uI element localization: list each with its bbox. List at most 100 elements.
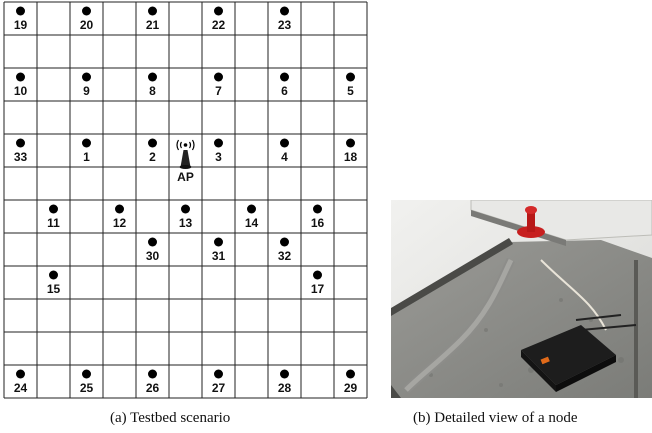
node-marker — [49, 205, 58, 214]
node-label: 11 — [47, 216, 60, 230]
node-label: 28 — [278, 381, 292, 395]
antenna-icon — [177, 140, 194, 169]
node-label: 29 — [344, 381, 358, 395]
node-marker — [214, 73, 223, 82]
node-marker — [148, 370, 157, 379]
node-label: 22 — [212, 18, 226, 32]
node-marker — [214, 139, 223, 148]
node-marker — [82, 139, 91, 148]
node-label: 5 — [347, 84, 354, 98]
node-26: 26 — [146, 370, 160, 396]
node-marker — [16, 139, 25, 148]
node-label: 27 — [212, 381, 226, 395]
node-label: 2 — [149, 150, 156, 164]
node-marker — [280, 139, 289, 148]
node-marker — [280, 370, 289, 379]
node-18: 18 — [344, 139, 358, 165]
caption-b: (b) Detailed view of a node — [413, 410, 578, 427]
node-31: 31 — [212, 238, 226, 264]
grid-lines — [4, 2, 367, 398]
node-label: 30 — [146, 249, 160, 263]
node-marker — [346, 370, 355, 379]
node-marker — [313, 205, 322, 214]
node-8: 8 — [148, 73, 157, 99]
node-1: 1 — [82, 139, 91, 165]
node-20: 20 — [80, 7, 94, 33]
node-label: 9 — [83, 84, 90, 98]
node-marker — [49, 271, 58, 280]
node-label: 21 — [146, 18, 160, 32]
node-23: 23 — [278, 7, 292, 33]
node-25: 25 — [80, 370, 94, 396]
node-3: 3 — [214, 139, 223, 165]
node-13: 13 — [179, 205, 193, 231]
node-14: 14 — [245, 205, 259, 231]
node-marker — [280, 7, 289, 16]
node-17: 17 — [311, 271, 325, 297]
node-9: 9 — [82, 73, 91, 99]
node-photo — [391, 200, 652, 398]
node-15: 15 — [47, 271, 61, 297]
node-29: 29 — [344, 370, 358, 396]
node-marker — [148, 139, 157, 148]
node-marker — [148, 238, 157, 247]
node-label: 6 — [281, 84, 288, 98]
node-label: 26 — [146, 381, 160, 395]
node-16: 16 — [311, 205, 325, 231]
node-marker — [148, 73, 157, 82]
node-marker — [16, 370, 25, 379]
node-marker — [247, 205, 256, 214]
node-label: 13 — [179, 216, 193, 230]
node-label: 7 — [215, 84, 222, 98]
node-19: 19 — [14, 7, 28, 33]
node-label: 24 — [14, 381, 28, 395]
node-28: 28 — [278, 370, 292, 396]
node-33: 33 — [14, 139, 28, 165]
node-label: 1 — [83, 150, 90, 164]
node-label: 8 — [149, 84, 156, 98]
node-label: 31 — [212, 249, 226, 263]
node-marker — [82, 73, 91, 82]
node-22: 22 — [212, 7, 226, 33]
node-2: 2 — [148, 139, 157, 165]
node-marker — [214, 238, 223, 247]
node-marker — [148, 7, 157, 16]
node-4: 4 — [280, 139, 289, 165]
access-point: AP — [177, 140, 194, 184]
node-label: 10 — [14, 84, 28, 98]
node-marker — [82, 7, 91, 16]
node-marker — [346, 139, 355, 148]
node-label: 4 — [281, 150, 288, 164]
node-27: 27 — [212, 370, 226, 396]
node-label: 18 — [344, 150, 358, 164]
node-label: 16 — [311, 216, 325, 230]
node-24: 24 — [14, 370, 28, 396]
node-marker — [16, 73, 25, 82]
node-label: 19 — [14, 18, 28, 32]
node-marker — [346, 73, 355, 82]
node-label: 33 — [14, 150, 28, 164]
node-7: 7 — [214, 73, 223, 99]
node-label: 12 — [113, 216, 127, 230]
node-label: 17 — [311, 282, 325, 296]
node-10: 10 — [14, 73, 28, 99]
node-label: 14 — [245, 216, 259, 230]
node-marker — [280, 238, 289, 247]
node-marker — [280, 73, 289, 82]
node-label: 15 — [47, 282, 61, 296]
node-marker — [313, 271, 322, 280]
node-32: 32 — [278, 238, 292, 264]
caption-a: (a) Testbed scenario — [110, 410, 230, 427]
node-12: 12 — [113, 205, 127, 231]
node-label: 20 — [80, 18, 94, 32]
node-21: 21 — [146, 7, 160, 33]
node-label: 23 — [278, 18, 292, 32]
node-11: 11 — [47, 205, 60, 231]
node-marker — [115, 205, 124, 214]
node-5: 5 — [346, 73, 355, 99]
node-label: 32 — [278, 249, 292, 263]
node-marker — [82, 370, 91, 379]
node-marker — [16, 7, 25, 16]
